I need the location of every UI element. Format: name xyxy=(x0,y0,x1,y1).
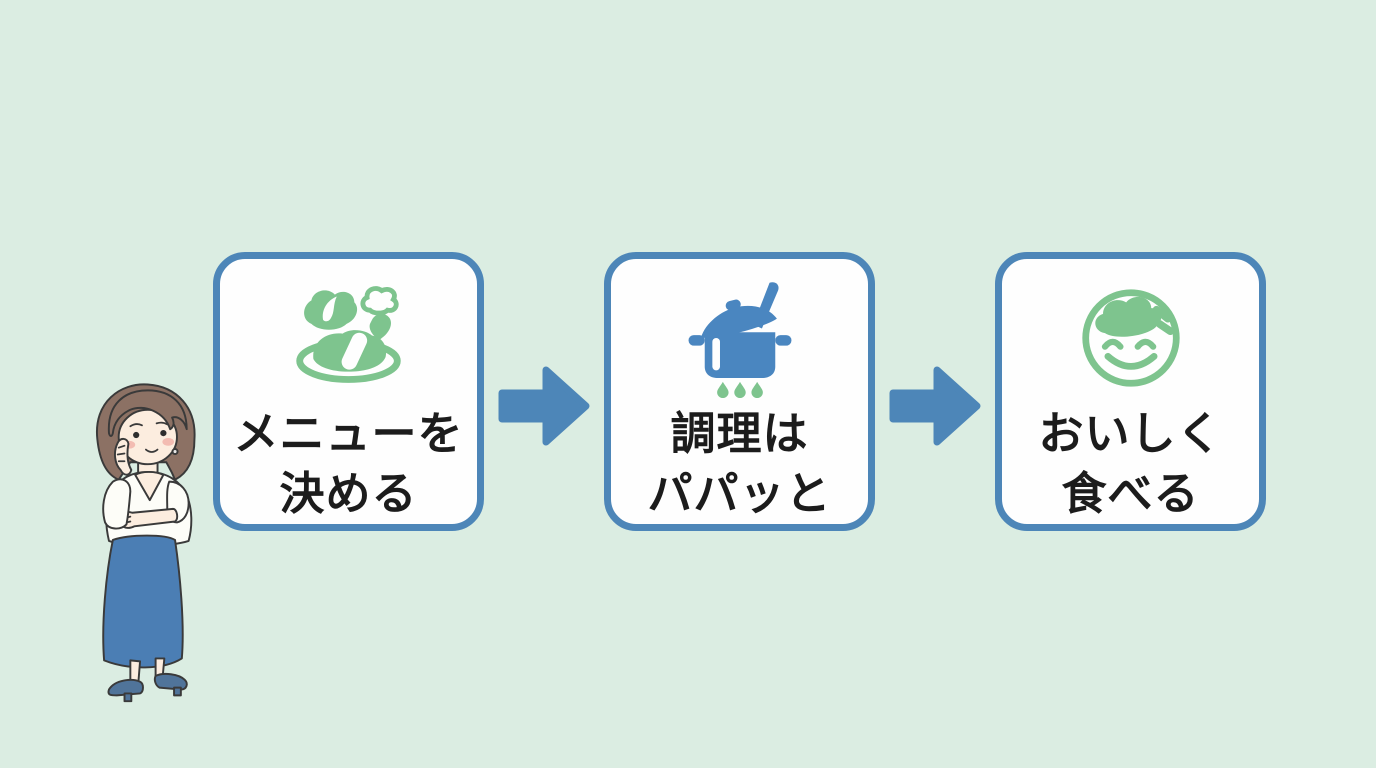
step-3-label-line1: おいしく xyxy=(1038,408,1223,459)
step-card-cook: 調理は パパッと xyxy=(604,252,875,531)
step-1-icon-box xyxy=(288,275,410,400)
arrow-right-icon xyxy=(889,366,981,446)
step-3-icon-box xyxy=(1078,275,1184,400)
woman-earring xyxy=(171,448,179,456)
woman-right-eye xyxy=(160,429,167,437)
smiling-face-icon xyxy=(1081,288,1180,387)
woman-bangs xyxy=(107,389,188,437)
cooking-pot-icon xyxy=(688,281,791,398)
woman-left-brow xyxy=(129,423,143,428)
woman-right-shoe xyxy=(153,672,188,691)
woman-right-brow xyxy=(155,421,169,426)
woman-left-eye xyxy=(133,431,140,439)
salad-plate-icon xyxy=(295,285,401,383)
woman-right-heel xyxy=(173,686,182,697)
woman-left-heel xyxy=(123,692,133,703)
woman-vneck xyxy=(134,470,165,502)
woman-skirt xyxy=(102,534,184,669)
woman-left-shoe xyxy=(107,678,144,697)
step-2-label-line1: 調理は xyxy=(670,408,809,459)
step-2-icon-box xyxy=(678,275,802,400)
step-2-label: 調理は パパッと xyxy=(647,404,831,524)
step-card-eat: おいしく 食べる xyxy=(995,252,1266,531)
woman-right-blush xyxy=(162,437,175,446)
step-3-label-line2: 食べる xyxy=(1061,468,1200,519)
thinking-woman-illustration xyxy=(96,383,196,703)
step-1-label-line2: 決める xyxy=(279,468,418,519)
step-2-label-line2: パパッと xyxy=(647,468,832,519)
arrow-right-icon xyxy=(498,366,590,446)
woman-hand-fingers xyxy=(116,444,126,463)
step-card-menu: メニューを 決める xyxy=(213,252,484,531)
flow-arrow-2-wrap xyxy=(875,364,995,448)
woman-mouth xyxy=(145,448,159,453)
flow-arrow-1-wrap xyxy=(484,364,604,448)
process-flow: メニューを 決める xyxy=(213,252,1266,531)
step-1-label: メニューを 決める xyxy=(233,404,463,524)
step-1-label-line1: メニューを xyxy=(233,408,464,459)
step-3-label: おいしく 食べる xyxy=(1038,404,1222,524)
woman-left-sleeve xyxy=(102,478,132,530)
